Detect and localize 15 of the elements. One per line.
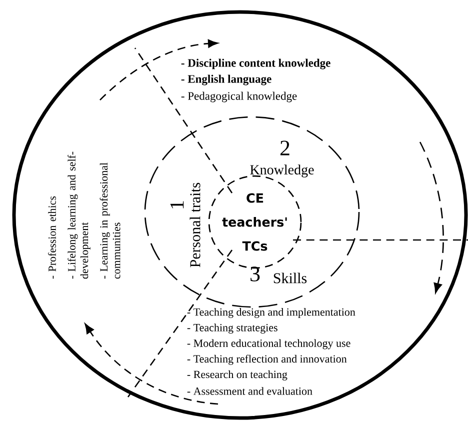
- list-item: - English language: [181, 74, 272, 86]
- list-item: - Profession ethics: [48, 196, 56, 279]
- list-item: - Research on teaching: [187, 370, 288, 380]
- list-item: - Assessment and evaluation: [187, 387, 312, 395]
- list-item: - Learning in professional communities: [100, 162, 120, 279]
- list-item: - Teaching reflection and innovation: [187, 354, 347, 365]
- ring-number: 1: [170, 201, 184, 208]
- ring-number: 2: [280, 140, 290, 156]
- list-item: - Modern educational technology use: [187, 339, 350, 350]
- list-item: - Discipline content knowledge: [181, 58, 330, 70]
- list-item: - Teaching design and implementation: [187, 308, 356, 318]
- list-item: - Pedagogical knowledge: [181, 92, 297, 102]
- ring-label: Knowledge: [250, 164, 314, 178]
- list-item: - Lifelong learning and self-development: [68, 152, 90, 279]
- list-item: - Teaching strategies: [187, 324, 278, 334]
